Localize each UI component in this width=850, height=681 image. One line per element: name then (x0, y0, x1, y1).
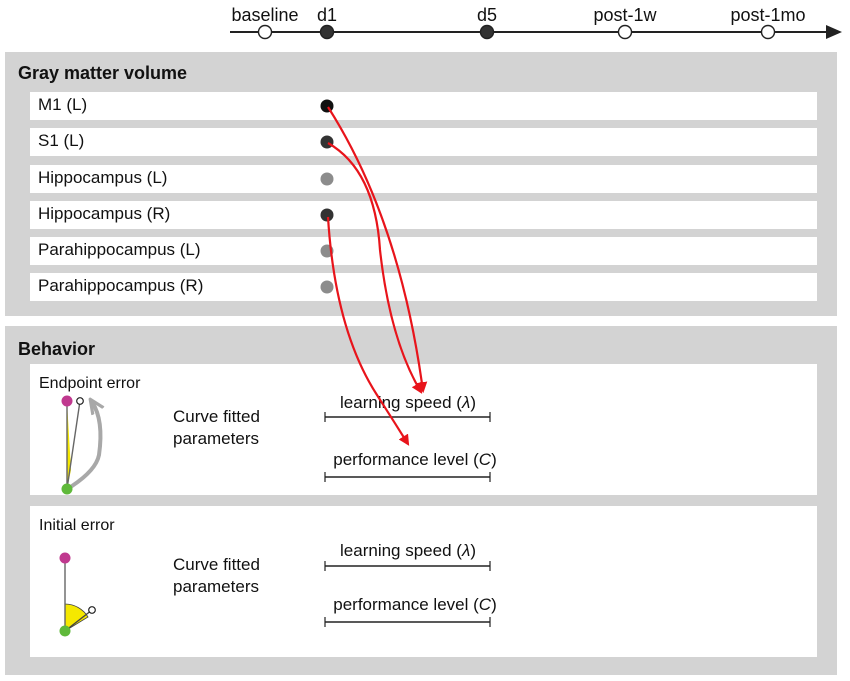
cfp-line-2: parameters (173, 429, 259, 448)
cfp-line-1: Curve fitted (173, 407, 260, 426)
initial-error-title: Initial error (39, 517, 115, 534)
endpoint-error-box: Endpoint error Curve fitted parameters l… (30, 364, 817, 495)
param-close: ) (491, 450, 497, 469)
region-row-parahippocampus-l: Parahippocampus (L) (30, 237, 817, 265)
param-text: performance level ( (333, 595, 479, 614)
param-close: ) (470, 393, 476, 412)
initial-performance-level: performance level (C) (333, 595, 496, 615)
region-row-hippocampus-r: Hippocampus (R) (30, 201, 817, 229)
endpoint-performance-level: performance level (C) (333, 450, 496, 470)
param-text: learning speed ( (340, 393, 462, 412)
region-label: S1 (L) (38, 131, 85, 150)
behavior-panel: Behavior Endpoint error Curve fitted par… (5, 326, 837, 675)
param-close: ) (470, 541, 476, 560)
param-close: ) (491, 595, 497, 614)
gray-matter-title: Gray matter volume (18, 63, 188, 83)
lambda-symbol: λ (461, 541, 471, 560)
endpoint-error-title: Endpoint error (39, 375, 141, 392)
endpoint-curve-fitted-label: Curve fitted parameters (173, 406, 260, 450)
region-label: Hippocampus (R) (38, 204, 171, 223)
region-row-m1-l: M1 (L) (30, 92, 817, 120)
region-label: Parahippocampus (R) (38, 276, 204, 295)
timeline-label-post-1w: post-1w (593, 5, 657, 25)
initial-curve-fitted-label: Curve fitted parameters (173, 554, 260, 598)
region-row-s1-l: S1 (L) (30, 128, 817, 156)
region-row-hippocampus-l: Hippocampus (L) (30, 165, 817, 193)
region-label: Hippocampus (L) (38, 168, 168, 187)
initial-learning-speed: learning speed (λ) (340, 541, 476, 561)
cfp-line-1: Curve fitted (173, 555, 260, 574)
c-symbol: C (478, 450, 492, 469)
param-text: learning speed ( (340, 541, 462, 560)
endpoint-learning-speed: learning speed (λ) (340, 393, 476, 413)
behavior-title: Behavior (18, 339, 96, 359)
region-label: M1 (L) (38, 95, 88, 114)
region-label: Parahippocampus (L) (38, 240, 201, 259)
gray-matter-panel: Gray matter volume M1 (L) S1 (L) Hippoca… (5, 52, 837, 316)
timeline-label-baseline: baseline (231, 5, 299, 25)
timeline: baseline d1 d5 post-1w post-1mo (0, 0, 850, 48)
timeline-label-d1: d1 (316, 5, 338, 25)
cfp-line-2: parameters (173, 577, 259, 596)
param-text: performance level ( (333, 450, 479, 469)
region-row-parahippocampus-r: Parahippocampus (R) (30, 273, 817, 301)
timeline-label-d5: d5 (476, 5, 498, 25)
initial-error-box: Initial error Curve fitted parameters le… (30, 506, 817, 657)
timeline-label-post-1mo: post-1mo (730, 5, 806, 25)
lambda-symbol: λ (461, 393, 471, 412)
c-symbol: C (478, 595, 492, 614)
